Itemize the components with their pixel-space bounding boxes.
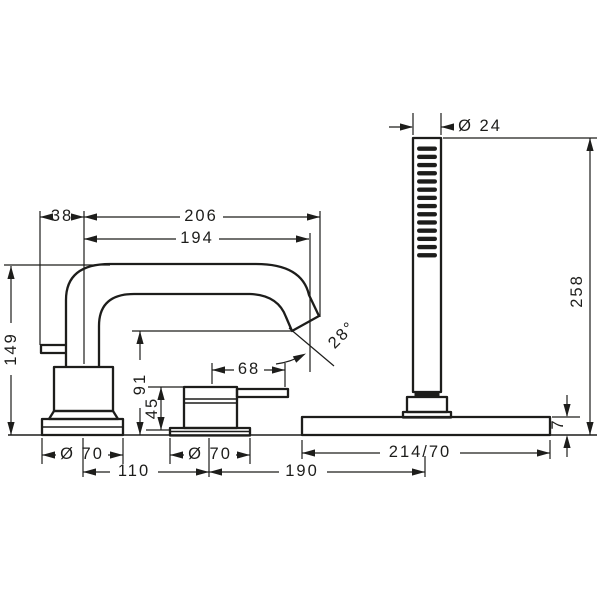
spout-base-step [47,409,120,421]
dim-label-spout-offset: 38 [51,207,73,225]
dim-spout-reach: 194 [84,229,311,372]
holder-socket [405,395,449,414]
dim-label-escutcheon-spout: Ø 70 [60,445,104,463]
dim-spout-offset: 38 [39,207,85,364]
dim-label-spout-height: 149 [2,332,20,366]
dim-plate-thickness: 7 [549,395,580,457]
dim-escutcheon-spout: Ø 70 [41,438,124,464]
dim-handle-height: 45 [143,386,184,431]
dim-label-lever-length: 68 [238,360,260,378]
dim-handshower-height: 258 [443,137,597,435]
spout-body [39,262,321,437]
dim-label-handle-height: 45 [143,397,161,419]
dim-label-spout-reach-total: 206 [184,207,218,225]
dim-plate-size: 214/70 [301,440,551,461]
spout-base-body [52,365,115,413]
dim-lever-length: 68 [211,360,286,387]
hand-shower [300,136,552,437]
dim-label-center-distance-spout-handle: 110 [118,462,150,480]
dim-label-center-distance-handle-shower: 190 [285,462,319,480]
dim-center-distance-spout-handle: 110 [83,462,209,480]
spout-side-tab [39,343,66,355]
dim-label-plate-thickness: 7 [549,418,567,429]
shower-plate [300,415,552,437]
dim-spout-reach-total: 206 [84,207,321,317]
dim-label-spout-angle: 28° [325,318,360,353]
handshower-grip-ribs [417,146,437,259]
dim-outlet-height: 91 [131,330,292,435]
dim-spout-height: 149 [2,264,110,435]
dim-escutcheon-handle: Ø 70 [169,438,251,464]
mixer-handle [168,385,290,437]
handle-body [182,385,239,430]
dim-center-distance-handle-shower: 190 [209,462,425,480]
dim-handshower-diameter: Ø 24 [389,113,502,135]
dim-label-spout-reach: 194 [180,229,214,247]
dim-label-escutcheon-handle: Ø 70 [188,445,232,463]
dim-label-plate-size: 214/70 [389,443,451,461]
handle-lever [235,387,290,399]
dim-label-handshower-height: 258 [568,274,586,308]
dim-label-handshower-diameter: Ø 24 [458,117,502,135]
handshower-ring [414,391,440,397]
dim-label-outlet-height: 91 [131,373,149,395]
